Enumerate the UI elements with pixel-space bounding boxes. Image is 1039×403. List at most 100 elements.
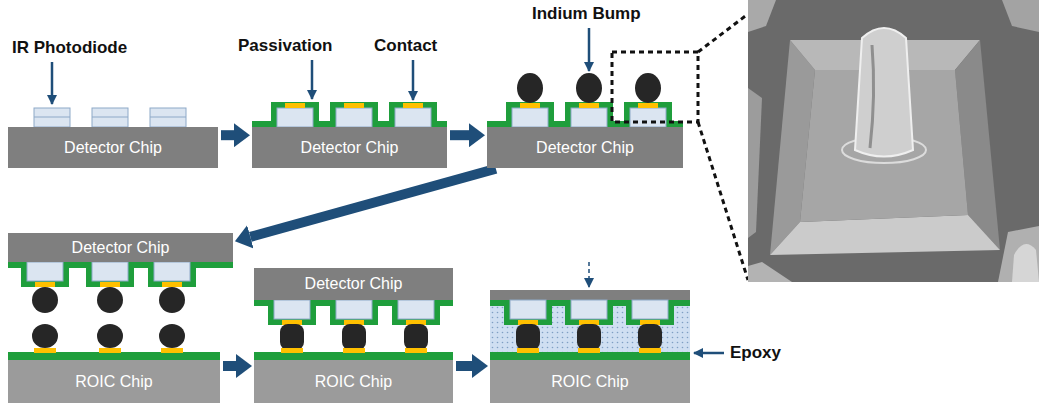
photodiode [336, 300, 372, 319]
indium-bump [577, 324, 601, 350]
chip-label: Detector Chip [305, 275, 403, 293]
process-arrow [221, 130, 234, 140]
photodiode [92, 108, 128, 127]
indium-bump [97, 287, 123, 313]
photodiode [630, 108, 666, 127]
bump-shading [870, 45, 874, 148]
indium-bump [404, 324, 428, 350]
zoom-indicator [612, 14, 748, 280]
chip-label: Detector Chip [72, 239, 170, 257]
callout-label: Passivation [238, 36, 333, 56]
roic-pad [517, 348, 539, 353]
callout-arrows [52, 28, 724, 353]
roic-pad [281, 348, 303, 353]
sem-background [748, 0, 1039, 282]
passivation-layer [268, 300, 316, 325]
photodiode [510, 300, 546, 319]
photodiode [571, 300, 607, 319]
detector-chip: Detector Chip [254, 268, 453, 300]
detector-chip: Detector Chip [8, 127, 218, 168]
passivation-layer [8, 352, 220, 360]
mesa-corner [998, 226, 1039, 282]
photodiode [336, 108, 372, 127]
chip-label: ROIC Chip [75, 373, 152, 391]
epoxy-fill [490, 300, 690, 352]
leader-arrow [412, 60, 415, 100]
photodiode [92, 262, 128, 281]
process-arrow [456, 361, 472, 371]
chip-label: Detector Chip [536, 139, 634, 157]
passivation-layer [490, 352, 690, 360]
contact-pad [344, 103, 364, 108]
roic-chip: ROIC Chip [8, 360, 220, 403]
indium-bump [342, 324, 366, 350]
roic-chip: ROIC Chip [490, 360, 690, 403]
contact-pad [35, 282, 55, 287]
callout-label: Contact [374, 36, 437, 56]
indium-bump [159, 324, 185, 348]
contact-pad [579, 103, 599, 108]
leader-arrow [588, 28, 591, 71]
passivation-layer [330, 102, 378, 127]
indium-bump [855, 28, 913, 157]
contact-pad [100, 282, 120, 287]
callout-label: Indium Bump [532, 4, 641, 24]
indium-bump [32, 287, 58, 313]
passivation-layer [565, 300, 613, 325]
roic-pad [405, 348, 427, 353]
mesa-corner [1002, 0, 1039, 32]
passivation-layer [565, 102, 613, 127]
photodiode-mesas [34, 108, 186, 127]
passivation-layer [271, 102, 319, 127]
leader-arrow [311, 60, 314, 99]
bumped-mesas [487, 73, 683, 127]
process-arrow [223, 361, 236, 371]
mesa-corner [748, 262, 792, 282]
detector-chip: Detector Chip [8, 233, 233, 262]
passivation-layer [506, 102, 554, 127]
photodiode [274, 300, 310, 319]
photodiode [571, 108, 607, 127]
passivation-layer [21, 262, 69, 287]
indium-bump [32, 324, 58, 348]
layer-line [34, 117, 70, 118]
photodiode [395, 108, 431, 127]
passivation-layer [389, 102, 437, 127]
passivated-mesas [252, 102, 447, 127]
passivation-layer [626, 300, 674, 325]
contact-pad [520, 103, 540, 108]
chip-label: ROIC Chip [315, 373, 392, 391]
photodiode [398, 300, 434, 319]
photodiode [512, 108, 548, 127]
callout-label: Epoxy [730, 343, 781, 363]
thinned-detector [490, 290, 690, 300]
contact-pad [403, 103, 423, 108]
zoom-box [612, 52, 698, 122]
passivation-layer [330, 300, 378, 325]
chip-label: Detector Chip [64, 139, 162, 157]
photodiode [632, 300, 668, 319]
mesa-side [748, 88, 762, 238]
indium-bump [97, 324, 123, 348]
leader-arrow [694, 352, 724, 355]
indium-bump [635, 73, 661, 103]
roic-pad [578, 348, 600, 353]
sem-image [748, 0, 1039, 282]
callout-label: IR Photodiode [12, 38, 127, 58]
thinning-arrow [588, 262, 590, 287]
indium-bump [159, 287, 185, 313]
layer-line [150, 117, 186, 118]
chip-label: ROIC Chip [551, 373, 628, 391]
indium-bump [576, 73, 602, 103]
contact-pad [162, 282, 182, 287]
roic-pad [343, 348, 365, 353]
roic-pad [99, 348, 121, 353]
passivation-layer [86, 262, 134, 287]
mesa-corner [748, 0, 776, 32]
contact-pad [285, 103, 305, 108]
passivation-layer [504, 300, 552, 325]
indium-bump [516, 324, 540, 350]
